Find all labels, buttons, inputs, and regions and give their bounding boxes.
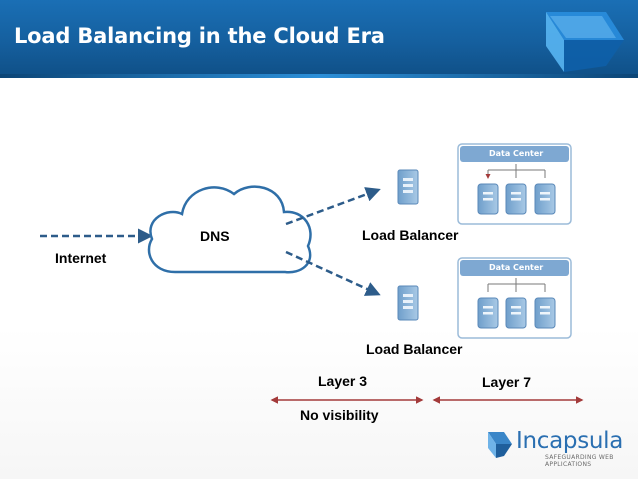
server-icon <box>534 183 556 215</box>
internet-label: Internet <box>55 250 107 266</box>
slide-title: Load Balancing in the Cloud Era <box>14 24 385 48</box>
data-center-box-top <box>457 143 572 225</box>
layer3-label: Layer 3 <box>318 373 368 389</box>
server-icon <box>477 297 499 329</box>
server-icon <box>505 297 527 329</box>
corner-logo-mark-icon <box>546 12 624 72</box>
incapsula-logo-icon <box>488 432 512 458</box>
dns-label: DNS <box>200 228 230 244</box>
arrow-to-bottom-lb <box>285 250 381 296</box>
server-icon <box>397 285 419 321</box>
arrow-to-top-lb <box>285 187 381 226</box>
header-bar: Load Balancing in the Cloud Era <box>0 0 638 78</box>
server-icon <box>477 183 499 215</box>
data-center-title: Data Center <box>489 263 544 272</box>
data-center-box-bottom <box>457 257 572 339</box>
brand-tagline: SAFEGUARDING WEB APPLICATIONS <box>545 454 614 468</box>
server-icon <box>397 169 419 205</box>
load-balancer-top-label: Load Balancer <box>362 227 459 243</box>
server-icon <box>534 297 556 329</box>
server-icon <box>505 183 527 215</box>
layer7-label: Layer 7 <box>482 374 532 390</box>
data-center-title: Data Center <box>489 149 544 158</box>
cloud-icon <box>147 185 312 274</box>
no-visibility-label: No visibility <box>300 407 379 423</box>
brand-name: Incapsula <box>516 428 624 454</box>
load-balancer-bottom-label: Load Balancer <box>366 341 463 357</box>
